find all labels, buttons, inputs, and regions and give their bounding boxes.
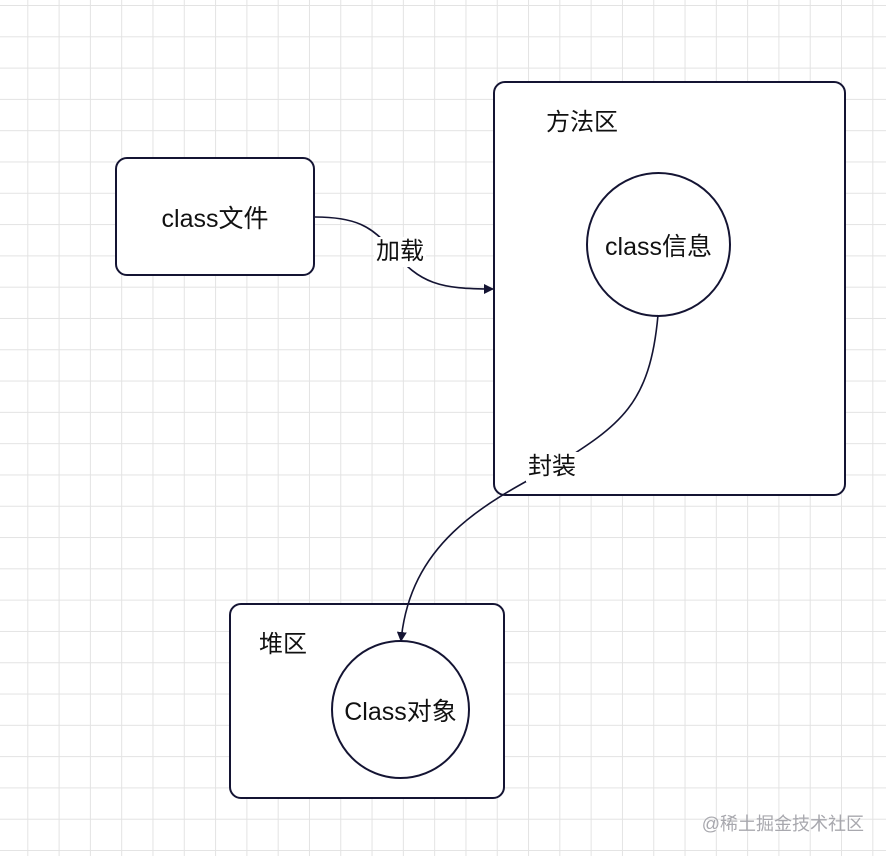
wrap-edge-label: 封装 xyxy=(526,452,578,482)
watermark-text: @稀土掘金技术社区 xyxy=(701,814,864,834)
class-file-label: class文件 xyxy=(161,204,269,233)
class-object-label: Class对象 xyxy=(344,697,457,726)
class-object-node: Class对象 xyxy=(331,640,470,779)
load-edge-label: 加载 xyxy=(374,237,426,267)
method-area-label: 方法区 xyxy=(546,109,618,136)
class-file-box: class文件 xyxy=(115,157,315,276)
heap-area-label: 堆区 xyxy=(259,631,307,658)
class-info-label: class信息 xyxy=(605,232,712,261)
class-info-node: class信息 xyxy=(586,172,731,317)
